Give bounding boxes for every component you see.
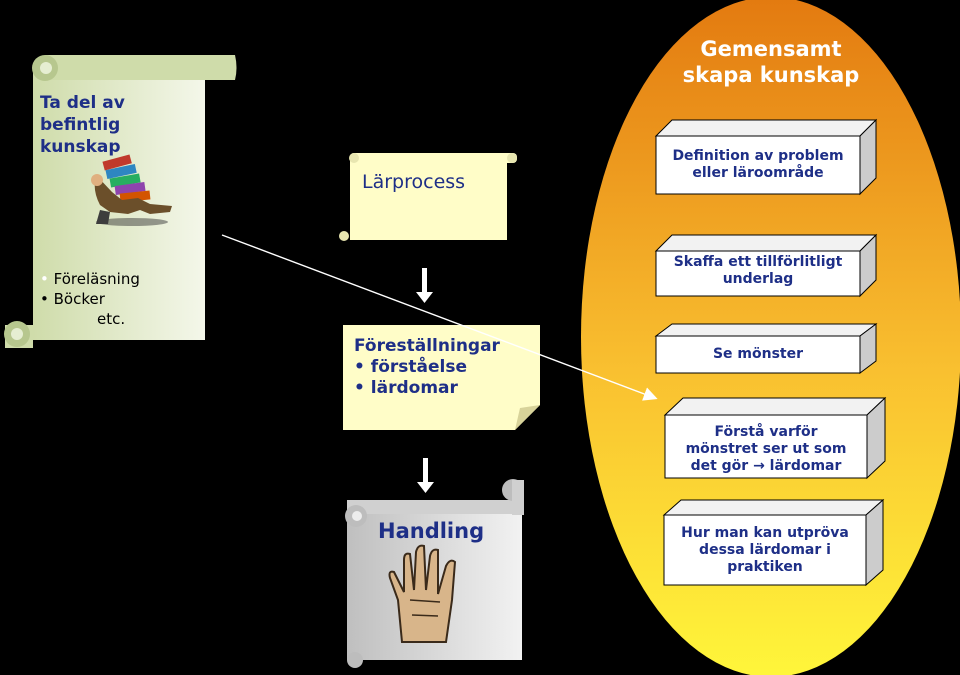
box-label-4: Förstå varför mönstret ser ut som det gö… (665, 424, 867, 475)
list-item-label: lärdomar (370, 378, 458, 398)
forestallningar-note (343, 325, 540, 430)
box-line: underlag (722, 271, 794, 287)
ellipse-title-line: Gemensamt (700, 37, 842, 61)
box-3d-1 (654, 118, 878, 196)
connector-arrow (221, 234, 658, 401)
left-title-line: befintlig (40, 115, 121, 135)
left-scroll-list: • Föreläsning • Böcker etc. (40, 269, 140, 329)
forestallningar-text: Föreställningar • förståelse • lärdomar (354, 336, 500, 399)
left-title-line: kunskap (40, 137, 121, 157)
left-title-line: Ta del av (40, 93, 125, 113)
box-line: Hur man kan utpröva (681, 525, 849, 541)
ellipse-title: Gemensamt skapa kunskap (640, 36, 902, 88)
list-item: • förståelse (354, 357, 467, 377)
box-3d-2 (654, 233, 878, 298)
list-item-label: Föreläsning (53, 270, 140, 288)
larprocess-label: Lärprocess (362, 171, 466, 193)
left-scroll-title: Ta del av befintlig kunskap (40, 92, 125, 158)
larprocess-scroll (339, 153, 517, 241)
box-3d-5 (662, 498, 885, 587)
list-item-label: förståelse (370, 357, 467, 377)
box-label-5: Hur man kan utpröva dessa lärdomar i pra… (664, 525, 866, 576)
down-arrow-1 (416, 268, 433, 303)
list-item: • Föreläsning (40, 270, 140, 288)
down-arrow-2 (417, 458, 434, 493)
box-line: praktiken (727, 559, 803, 575)
box-line: mönstret ser ut som (685, 441, 847, 457)
box-line: Förstå varför (714, 424, 818, 440)
box-line: Definition av problem (672, 148, 844, 164)
handling-label: Handling (378, 519, 485, 543)
forestallningar-title: Föreställningar (354, 336, 500, 356)
list-item: • lärdomar (354, 378, 458, 398)
list-item: • Böcker (40, 290, 105, 308)
box-line: dessa lärdomar i (699, 542, 831, 558)
box-line: det gör → lärdomar (690, 458, 842, 474)
list-item-label: Böcker (53, 290, 105, 308)
box-label-1: Definition av problem eller läroområde (656, 148, 860, 182)
person-carrying-books-icon (91, 154, 172, 226)
box-line: Se mönster (712, 346, 804, 362)
box-line: eller läroområde (692, 165, 824, 181)
box-3d-3 (654, 323, 878, 374)
box-line: Skaffa ett tillförlitligt (673, 254, 843, 270)
box-3d-4 (663, 396, 887, 480)
ellipse-title-line: skapa kunskap (682, 63, 860, 87)
box-label-3: Se mönster (656, 346, 860, 363)
hand-icon (388, 544, 457, 643)
box-label-2: Skaffa ett tillförlitligt underlag (656, 254, 860, 288)
list-trailing: etc. (97, 310, 126, 328)
